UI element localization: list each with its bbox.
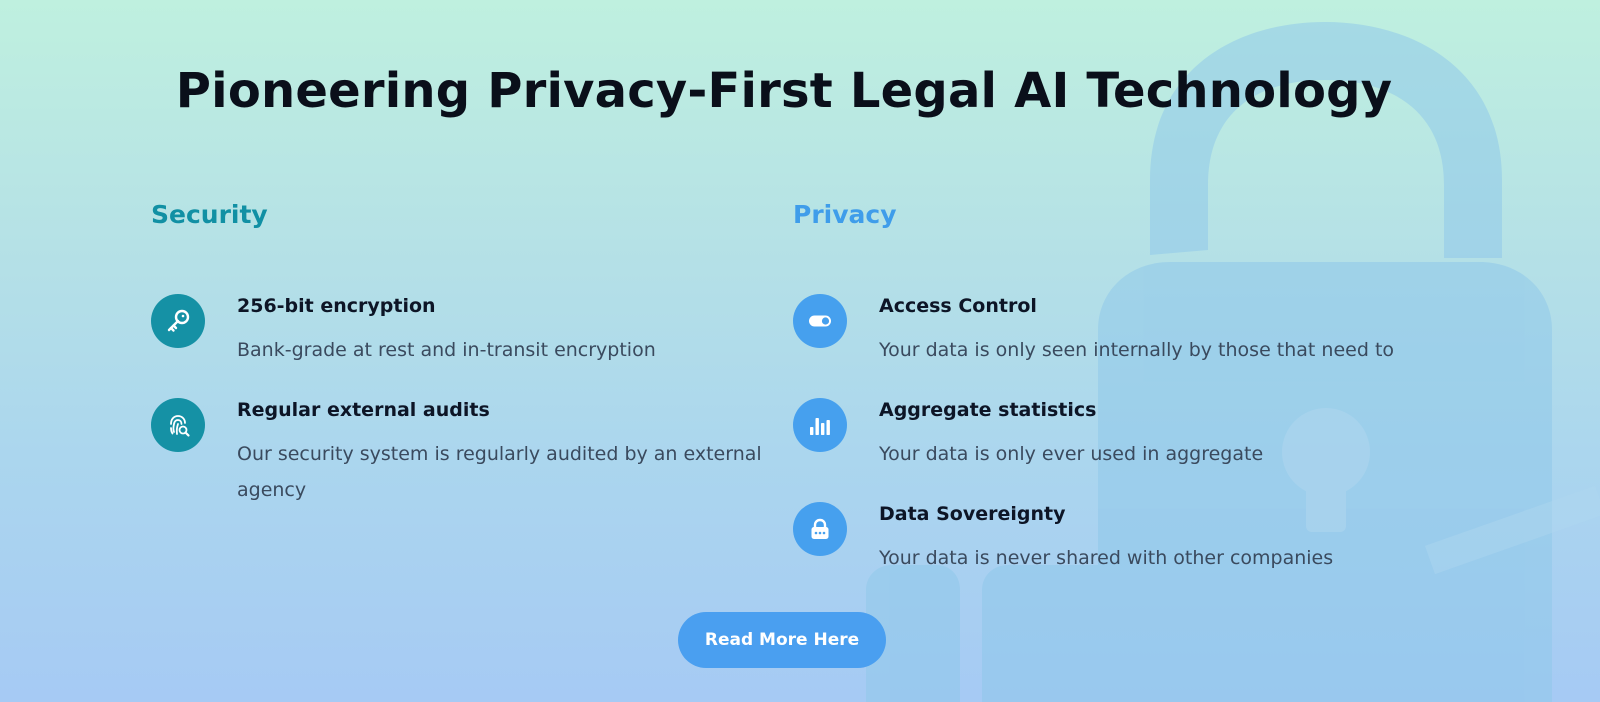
toggle-icon	[793, 294, 847, 348]
privacy-heading: Privacy	[793, 200, 897, 229]
feature-title: 256-bit encryption	[237, 295, 436, 317]
page-title: Pioneering Privacy-First Legal AI Techno…	[175, 63, 1393, 119]
feature-description: Your data is only ever used in aggregate	[879, 443, 1264, 465]
feature-title: Regular external audits	[237, 399, 490, 421]
lock-icon	[793, 502, 847, 556]
read-more-button[interactable]: Read More Here	[678, 612, 886, 668]
feature-description: Your data is never shared with other com…	[879, 547, 1334, 569]
feature-description: Bank-grade at rest and in-transit encryp…	[237, 339, 656, 361]
feature-title: Data Sovereignty	[879, 503, 1066, 525]
key-icon	[151, 294, 205, 348]
feature-title: Aggregate statistics	[879, 399, 1097, 421]
feature-description: Your data is only seen internally by tho…	[879, 339, 1395, 361]
bar-chart-icon	[793, 398, 847, 452]
security-heading: Security	[151, 200, 268, 229]
fingerprint-search-icon	[151, 398, 205, 452]
security-section: Security 256-bit encryption Bank-grade a…	[151, 200, 771, 501]
feature-description: Our security system is regularly audited…	[237, 443, 762, 501]
feature-title: Access Control	[879, 295, 1037, 317]
privacy-section: Privacy Access Control Your data is only…	[793, 200, 1493, 569]
